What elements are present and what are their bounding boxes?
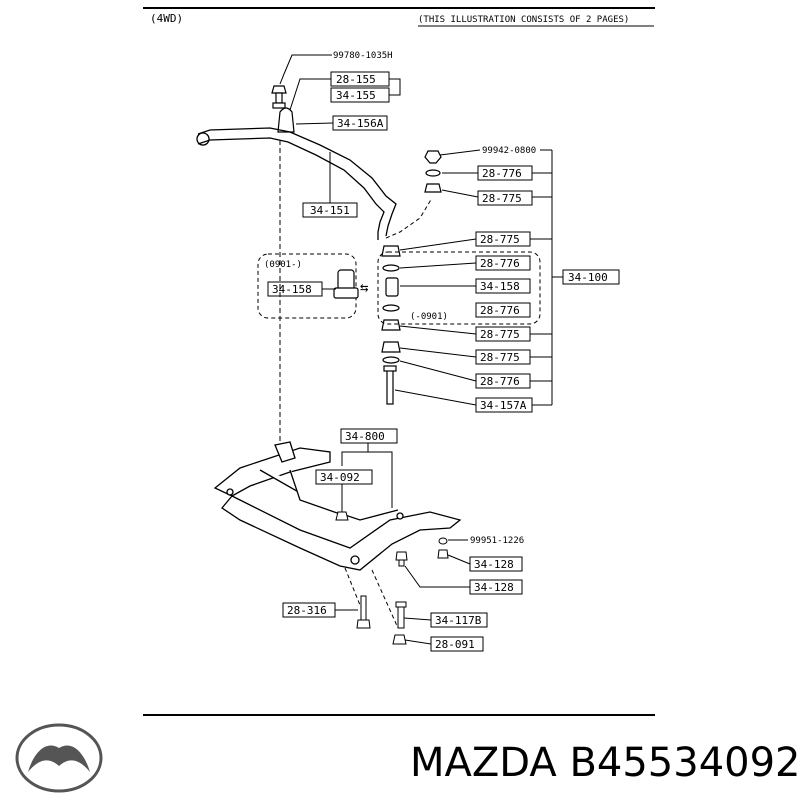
bushing-34-092	[335, 511, 349, 521]
leader-99942	[439, 149, 481, 156]
bushing-0901	[333, 269, 359, 299]
part-34-158-l: 34-158	[272, 283, 312, 296]
bolt-34-117B	[395, 601, 407, 629]
leader-776d	[399, 360, 477, 382]
bolt-34-128	[395, 551, 408, 567]
stack-bracket-ticks	[530, 172, 552, 382]
dashed-guide-lower	[371, 569, 399, 629]
box-34-800	[340, 428, 398, 444]
part-28-775-b: 28-775	[480, 233, 520, 246]
leader-091	[404, 639, 432, 645]
leader-155	[289, 78, 331, 111]
leader-117B	[403, 617, 432, 621]
crossmember	[213, 441, 462, 571]
part-28-775-d: 28-775	[480, 351, 520, 364]
leader-800b	[368, 451, 393, 508]
leader-775a	[441, 189, 479, 198]
part-28-776-d: 28-776	[480, 375, 520, 388]
leader-156A	[295, 122, 334, 125]
leader-128a	[447, 554, 471, 565]
dashed-group-left	[257, 253, 357, 319]
note-0901-left: (0901-)	[264, 260, 302, 270]
part-99942: 99942-0800	[482, 146, 536, 156]
part-28-776-c: 28-776	[480, 304, 520, 317]
part-34-117B: 34-117B	[435, 614, 482, 627]
washer-99951	[437, 537, 449, 559]
part-28-091: 28-091	[435, 638, 475, 651]
box-28-775-a	[477, 190, 533, 206]
leader-775d	[399, 347, 477, 358]
dashed-guide-bar	[385, 197, 433, 239]
note-0901-right: (-0901)	[410, 312, 448, 322]
bolt-28-316	[356, 595, 371, 629]
part-34-800: 34-800	[345, 430, 385, 443]
part-34-155: 34-155	[336, 89, 376, 102]
part-34-156A: 34-156A	[337, 117, 384, 130]
dashed-group-right	[377, 251, 541, 325]
leader-157A	[394, 389, 477, 406]
part-28-775-c: 28-775	[480, 328, 520, 341]
leader-128b	[404, 565, 470, 588]
nut-28-091	[392, 634, 407, 645]
part-28-155: 28-155	[336, 73, 376, 86]
part-28-316: 28-316	[287, 604, 327, 617]
leader-775c	[399, 325, 477, 335]
part-34-100: 34-100	[568, 271, 608, 284]
part-34-128-a: 34-128	[474, 558, 514, 571]
variant-label: (4WD)	[150, 12, 183, 25]
part-34-151: 34-151	[310, 204, 350, 217]
box-28-776-c	[475, 302, 531, 318]
bolt-99780	[271, 85, 287, 109]
part-28-775-a: 28-775	[482, 192, 522, 205]
part-34-092: 34-092	[320, 471, 360, 484]
part-34-128-b: 34-128	[474, 581, 514, 594]
leader-776b	[399, 262, 477, 269]
part-99951: 99951-1226	[470, 536, 524, 546]
pages-note: (THIS ILLUSTRATION CONSISTS OF 2 PAGES)	[418, 15, 629, 25]
bracket-155	[389, 78, 401, 96]
box-34-092	[315, 469, 373, 485]
mazda-logo	[15, 723, 103, 793]
part-28-776-b: 28-776	[480, 257, 520, 270]
bracket-34-156A	[277, 107, 295, 133]
stabilizer-bar	[196, 127, 397, 240]
replacement-arrow-icon: ⇆	[360, 280, 368, 296]
part-34-158-r: 34-158	[480, 280, 520, 293]
part-34-157A: 34-157A	[480, 399, 527, 412]
part-99780: 99780-1035H	[333, 51, 393, 61]
leader-775b	[399, 238, 477, 251]
leader-800	[341, 443, 369, 466]
link-pieces	[381, 245, 401, 405]
nut-top	[424, 150, 442, 193]
leader-99780	[279, 54, 332, 85]
part-28-776-a: 28-776	[482, 167, 522, 180]
dashed-guide-lower2	[344, 567, 363, 611]
brand-part-number: MAZDA B45534092	[410, 740, 800, 786]
